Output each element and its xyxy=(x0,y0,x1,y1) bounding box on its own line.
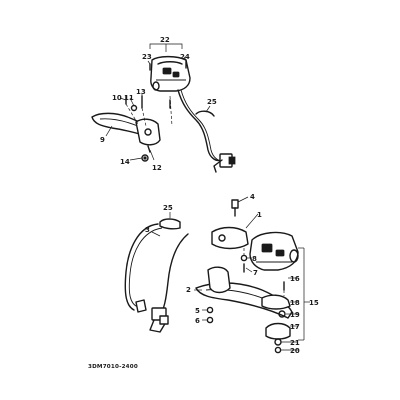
leader-1 xyxy=(245,213,259,229)
callout-1: 1 xyxy=(257,211,262,219)
leader-25-upper xyxy=(205,105,211,113)
throttle-housing-upper xyxy=(211,226,249,250)
nut-12 xyxy=(147,145,151,153)
nut-20 xyxy=(274,346,282,354)
bolt-10-axis xyxy=(125,103,139,125)
callout-25-lower: 25 xyxy=(163,204,173,212)
leader-14 xyxy=(129,157,143,161)
leader-4 xyxy=(237,196,249,203)
left-switch-housing xyxy=(150,55,191,92)
leader-7 xyxy=(245,267,253,273)
callout-13: 13 xyxy=(136,88,146,96)
callout-24: 24 xyxy=(180,53,190,61)
leader-12 xyxy=(149,149,155,161)
diagram-code: 3DM7010-2400 xyxy=(88,364,138,370)
callout-10: 10 xyxy=(112,94,122,102)
leader-24 xyxy=(183,56,187,61)
washer-14-hole xyxy=(143,156,147,160)
callout-20: 20 xyxy=(290,347,300,355)
cable-clip xyxy=(135,299,147,313)
callout-5: 5 xyxy=(195,307,200,315)
leader-23 xyxy=(147,60,151,65)
callout-14: 14 xyxy=(120,158,130,166)
callout-15: 15 xyxy=(309,299,319,307)
right-switch-housing xyxy=(249,231,299,271)
callout-8: 8 xyxy=(252,255,257,263)
cable-junction xyxy=(149,307,169,333)
callout-9: 9 xyxy=(100,136,105,144)
lever-holder xyxy=(135,118,161,146)
leader-10 xyxy=(119,97,127,101)
switch-17 xyxy=(265,322,291,340)
callout-6: 6 xyxy=(195,317,200,325)
callout-22: 22 xyxy=(160,36,170,44)
washer-6 xyxy=(206,316,214,324)
nut-5 xyxy=(206,306,214,314)
left-switch-harness xyxy=(177,89,236,173)
leader-3 xyxy=(151,231,161,237)
washer-19 xyxy=(278,310,286,318)
callout-25-upper: 25 xyxy=(207,98,217,106)
callout-16: 16 xyxy=(290,275,300,283)
callout-19: 19 xyxy=(290,311,300,319)
throttle-cable-return xyxy=(159,233,189,315)
washer-8 xyxy=(240,254,248,262)
callout-21: 21 xyxy=(290,339,300,347)
washer-21 xyxy=(274,338,282,346)
leader-11 xyxy=(129,97,135,107)
wire-clamp-25-lower xyxy=(159,218,181,230)
callout-23: 23 xyxy=(142,53,152,61)
callout-18: 18 xyxy=(290,299,300,307)
pin-13-axis xyxy=(141,107,147,127)
callout-11: 11 xyxy=(124,94,134,102)
leader-9 xyxy=(105,125,113,137)
callout-2: 2 xyxy=(186,286,191,294)
wire-clamp-25-upper xyxy=(195,110,215,117)
bolt-4 xyxy=(231,199,239,217)
callout-3: 3 xyxy=(145,226,150,234)
throttle-cable xyxy=(124,223,163,311)
brake-lever-holder xyxy=(207,266,231,294)
callout-12: 12 xyxy=(152,164,162,172)
callout-7: 7 xyxy=(253,269,258,277)
pivot-bracket-18 xyxy=(261,294,291,310)
callout-4: 4 xyxy=(250,193,255,201)
callout-17: 17 xyxy=(290,323,300,331)
nut-11 xyxy=(130,104,138,112)
